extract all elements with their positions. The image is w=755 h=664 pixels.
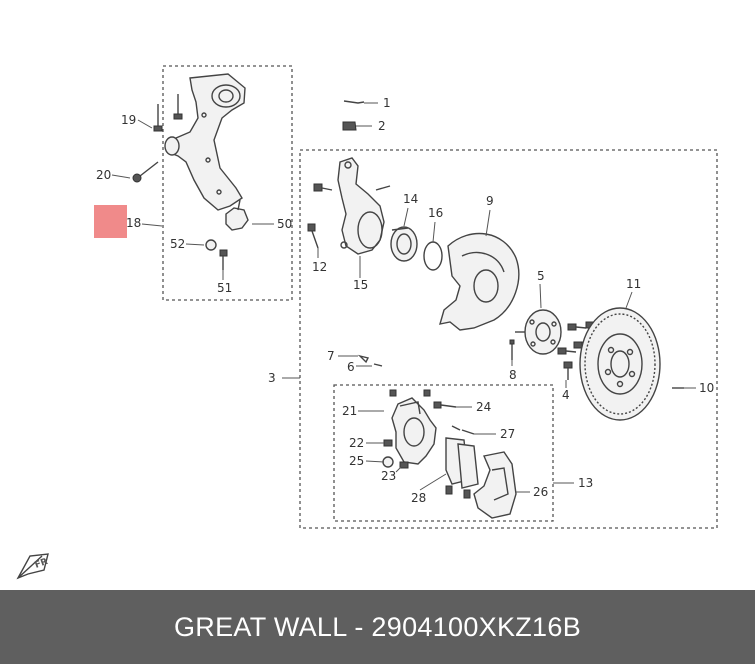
dust-shield-9 (439, 232, 520, 331)
callout-9: 9 (486, 194, 494, 208)
callout-51: 51 (217, 281, 232, 295)
callout-23: 23 (381, 469, 396, 483)
callout-21: 21 (342, 404, 357, 418)
callout-1: 1 (383, 96, 391, 110)
callout-18: 18 (126, 216, 141, 230)
callout-15: 15 (353, 278, 368, 292)
callout-6: 6 (347, 360, 355, 374)
ball-joint-50 (225, 199, 249, 231)
clip-7 (357, 354, 370, 364)
part-number-title: GREAT WALL - 2904100XKZ16B (174, 611, 581, 642)
exploded-parts-diagram: 1 2 3 4 5 6 7 8 9 10 11 12 13 14 15 16 1… (16, 65, 718, 580)
bolt-20 (132, 161, 159, 183)
footer-banner: GREAT WALL - 2904100XKZ16B (0, 590, 755, 664)
sensor-6 (373, 363, 383, 367)
callout-22: 22 (349, 436, 364, 450)
wheel-hub-5 (515, 309, 562, 355)
knuckle-brake-group-box (299, 149, 718, 529)
lower-control-arm (164, 73, 246, 211)
nut-51 (219, 249, 228, 270)
pin-1 (343, 100, 365, 104)
steering-knuckle (337, 157, 391, 255)
callout-8: 8 (509, 368, 517, 382)
callout-14: 14 (403, 192, 418, 206)
callout-11: 11 (626, 277, 641, 291)
callout-52: 52 (170, 237, 185, 251)
callout-10: 10 (699, 381, 714, 395)
caliper-bracket-26 (473, 451, 517, 519)
bolt-knuckle-top (313, 183, 333, 192)
brake-pads-28 (445, 437, 479, 499)
bolt-8 (509, 339, 515, 360)
snap-ring-16 (423, 241, 443, 271)
caliper-group-box (333, 384, 554, 522)
callout-5: 5 (537, 269, 545, 283)
callout-50: 50 (277, 217, 292, 231)
callout-16: 16 (428, 206, 443, 220)
nut-2 (342, 121, 357, 131)
callout-28: 28 (411, 491, 426, 505)
callout-13: 13 (578, 476, 593, 490)
control-arm-group-box (162, 65, 293, 301)
callout-20: 20 (96, 168, 111, 182)
callout-26: 26 (533, 485, 548, 499)
callout-12: 12 (312, 260, 327, 274)
callout-24: 24 (476, 400, 491, 414)
callout-3: 3 (268, 371, 276, 385)
front-direction-label: FR (34, 557, 50, 571)
small-bolts (382, 389, 475, 469)
nut-52 (205, 239, 217, 251)
callout-25: 25 (349, 454, 364, 468)
callout-27: 27 (500, 427, 515, 441)
bolt-12 (307, 223, 319, 249)
brake-disc-11 (579, 307, 661, 421)
callout-7: 7 (327, 349, 335, 363)
callout-2: 2 (378, 119, 386, 133)
front-direction-arrow-icon: FR (16, 553, 50, 580)
bolt-19 (153, 94, 183, 132)
callout-19: 19 (121, 113, 136, 127)
callout-4: 4 (562, 388, 570, 402)
highlight-marker (94, 205, 127, 238)
caliper-body (391, 397, 437, 465)
wheel-bearing-14 (390, 226, 418, 262)
